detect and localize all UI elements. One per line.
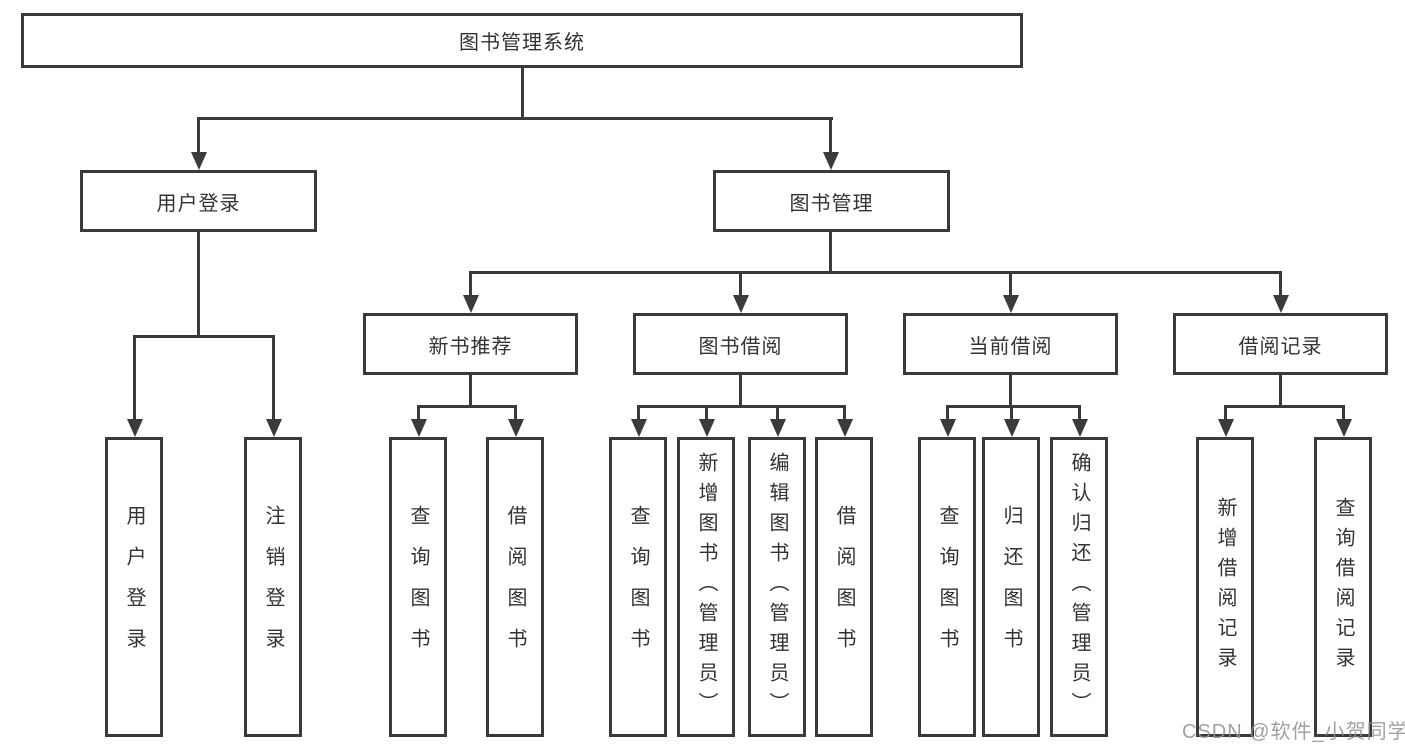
connector-leaf-drop: [417, 405, 420, 422]
connector-book-mgmt-drop: [829, 117, 832, 156]
node-root-label: 图书管理系统: [459, 32, 585, 54]
connector-leaf-drop: [1078, 405, 1081, 422]
connector-records-branch: [1224, 405, 1344, 408]
connector-book-mgmt-stem: [829, 230, 832, 273]
connector-newbook-branch: [417, 405, 517, 408]
leaf-current-query-books-label: 查询图书: [936, 505, 958, 669]
node-new-book-recommend-label: 新书推荐: [428, 335, 513, 358]
connector-section-stem: [739, 373, 742, 407]
arrowhead-down-icon: [1004, 419, 1020, 437]
leaf-borrow-edit-books-admin: 编辑图书（管理员）: [748, 437, 806, 737]
arrowhead-down-icon: [463, 295, 479, 313]
arrowhead-down-icon: [1336, 419, 1352, 437]
leaf-user-login-label: 用户登录: [123, 505, 145, 669]
node-book-borrowing: 图书借阅: [633, 313, 848, 375]
arrowhead-down-icon: [191, 152, 207, 170]
leaf-newbook-borrow-books-label: 借阅图书: [504, 505, 526, 669]
connector-user-login-drop: [197, 117, 200, 156]
leaf-borrow-borrow-books: 借阅图书: [815, 437, 873, 737]
connector-leaf-drop: [1224, 405, 1227, 422]
leaf-records-add-record-label: 新增借阅记录: [1214, 497, 1236, 677]
arrowhead-down-icon: [733, 295, 749, 313]
leaf-borrow-query-books-label: 查询图书: [627, 505, 649, 669]
node-borrowing-records-label: 借阅记录: [1238, 335, 1323, 358]
leaf-current-confirm-return-admin-label: 确认归还（管理员）: [1068, 452, 1090, 722]
connector-section-stem: [1009, 373, 1012, 407]
arrowhead-down-icon: [837, 419, 853, 437]
watermark: CSDN @软件_小贺同学: [1182, 721, 1405, 743]
connector-user-login-stem: [197, 230, 200, 337]
node-user-login-label: 用户登录: [156, 192, 241, 215]
arrowhead-down-icon: [699, 419, 715, 437]
leaf-newbook-query-books-label: 查询图书: [407, 505, 429, 669]
leaf-current-confirm-return-admin: 确认归还（管理员）: [1050, 437, 1108, 737]
leaf-borrow-add-books-admin: 新增图书（管理员）: [677, 437, 735, 737]
connector-leaf-drop: [1342, 405, 1345, 422]
connector-leaf-drop: [843, 405, 846, 422]
connector-section-stem: [469, 373, 472, 407]
node-current-borrowing: 当前借阅: [903, 313, 1118, 375]
node-root: 图书管理系统: [21, 13, 1023, 68]
node-new-book-recommend: 新书推荐: [363, 313, 578, 375]
leaf-current-query-books: 查询图书: [918, 437, 976, 737]
connector-borrow-branch: [637, 405, 845, 408]
node-book-management: 图书管理: [713, 170, 950, 232]
arrowhead-down-icon: [266, 419, 282, 437]
node-book-management-label: 图书管理: [789, 192, 874, 215]
connector-section-drop: [1279, 271, 1282, 299]
leaf-records-add-record: 新增借阅记录: [1196, 437, 1254, 737]
node-user-login: 用户登录: [80, 170, 317, 232]
connector-leaf-drop: [514, 405, 517, 422]
leaf-newbook-borrow-books: 借阅图书: [486, 437, 544, 737]
leaf-newbook-query-books: 查询图书: [389, 437, 447, 737]
connector-current-branch: [946, 405, 1080, 408]
connector-leaf-drop: [272, 335, 275, 422]
arrowhead-down-icon: [411, 419, 427, 437]
connector-leaf-drop: [133, 335, 136, 422]
leaf-records-query-record-label: 查询借阅记录: [1332, 497, 1354, 677]
connector-book-mgmt-branch: [469, 271, 1282, 274]
connector-leaf-drop: [705, 405, 708, 422]
leaf-current-return-books: 归还图书: [982, 437, 1040, 737]
leaf-borrow-add-books-admin-label: 新增图书（管理员）: [695, 452, 717, 722]
connector-leaf-drop: [1010, 405, 1013, 422]
leaf-current-return-books-label: 归还图书: [1000, 505, 1022, 669]
connector-root-stem: [521, 66, 524, 119]
connector-section-drop: [469, 271, 472, 299]
connector-user-login-branch: [133, 335, 275, 338]
connector-leaf-drop: [776, 405, 779, 422]
arrowhead-down-icon: [1218, 419, 1234, 437]
arrowhead-down-icon: [1273, 295, 1289, 313]
connector-section-stem: [1279, 373, 1282, 407]
leaf-logout-label: 注销登录: [262, 505, 284, 669]
arrowhead-down-icon: [940, 419, 956, 437]
connector-leaf-drop: [637, 405, 640, 422]
arrowhead-down-icon: [631, 419, 647, 437]
node-borrowing-records: 借阅记录: [1173, 313, 1388, 375]
connector-section-drop: [1009, 271, 1012, 299]
arrowhead-down-icon: [127, 419, 143, 437]
leaf-borrow-edit-books-admin-label: 编辑图书（管理员）: [766, 452, 788, 722]
node-current-borrowing-label: 当前借阅: [968, 335, 1053, 358]
leaf-logout: 注销登录: [244, 437, 302, 737]
leaf-borrow-query-books: 查询图书: [609, 437, 667, 737]
arrowhead-down-icon: [770, 419, 786, 437]
node-book-borrowing-label: 图书借阅: [698, 335, 783, 358]
arrowhead-down-icon: [508, 419, 524, 437]
arrowhead-down-icon: [1003, 295, 1019, 313]
connector-leaf-drop: [946, 405, 949, 422]
connector-level1-branch: [197, 117, 833, 120]
leaf-borrow-borrow-books-label: 借阅图书: [833, 505, 855, 669]
arrowhead-down-icon: [1072, 419, 1088, 437]
connector-section-drop: [739, 271, 742, 299]
leaf-records-query-record: 查询借阅记录: [1314, 437, 1372, 737]
arrowhead-down-icon: [823, 152, 839, 170]
leaf-user-login: 用户登录: [105, 437, 163, 737]
